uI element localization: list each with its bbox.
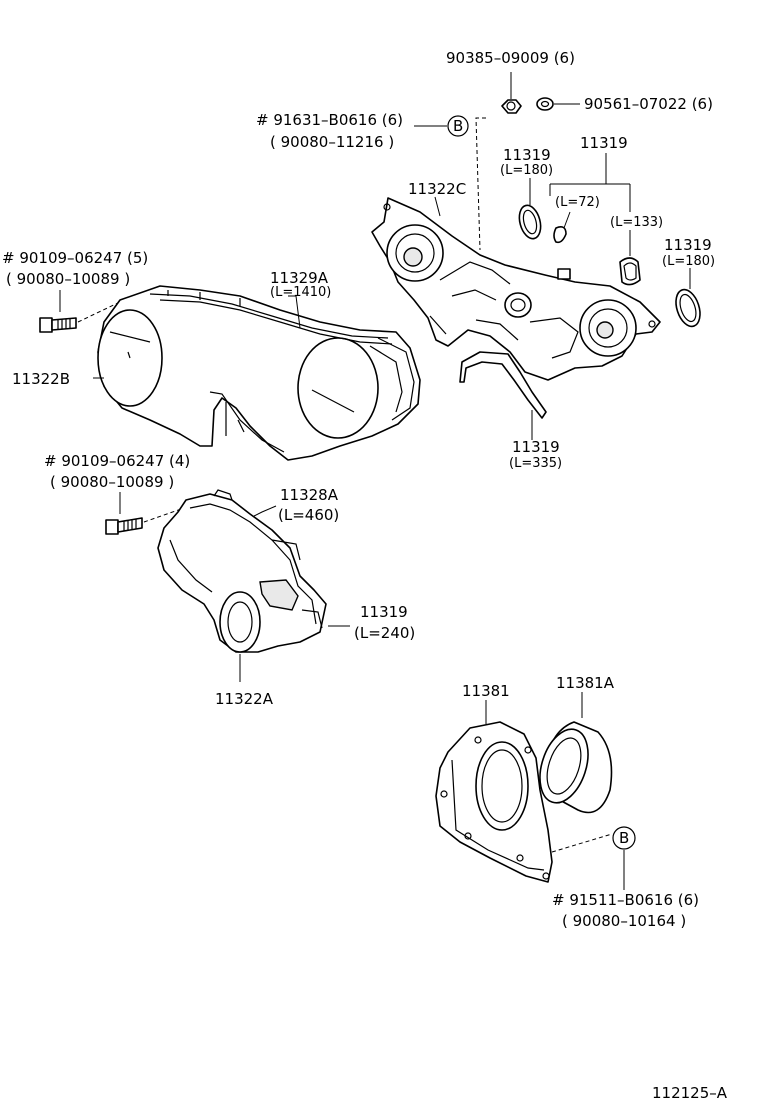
label-11322c: 11322C: [408, 180, 466, 198]
label-11319-c-len: (L=180): [662, 254, 715, 269]
label-11319-e-len: (L=240): [354, 624, 415, 642]
label-11319-b-len2: (L=133): [610, 215, 663, 230]
label-11319-b: 11319: [580, 134, 628, 152]
label-11329a-len: (L=1410): [270, 285, 331, 300]
label-90109-5: # 90109–06247 (5): [2, 249, 148, 267]
label-11328a: 11328A: [280, 486, 339, 504]
washer-90561: [536, 97, 580, 111]
label-11322a: 11322A: [215, 690, 274, 708]
label-11319-a: 11319: [503, 146, 551, 164]
bolt-90109-4: [105, 517, 143, 535]
callout-b-bottom: [612, 826, 636, 850]
seal-11319-180b: [675, 268, 701, 328]
seals-11319-72-133: [553, 226, 641, 286]
label-11319-c: 11319: [664, 236, 712, 254]
callout-b-top-letter: B: [453, 117, 463, 135]
label-91511: # 91511–B0616 (6): [552, 891, 699, 909]
label-11319-d-len: (L=335): [509, 456, 562, 471]
callout-b-bottom-letter: B: [619, 829, 629, 847]
label-11328a-len: (L=460): [278, 506, 339, 524]
label-11319-d: 11319: [512, 438, 560, 456]
upper-cover-11322b: [97, 285, 421, 461]
label-11319-e: 11319: [360, 603, 408, 621]
lower-cover-11322a: [157, 489, 327, 653]
nut-90385: [501, 72, 522, 114]
label-90080-10164: ( 90080–10164 ): [562, 912, 686, 930]
label-11319-a-len: (L=180): [500, 163, 553, 178]
seal-11319-180a: [518, 178, 542, 240]
rear-plate-11322c: [371, 197, 661, 381]
label-11381: 11381: [462, 682, 510, 700]
label-11381a: 11381A: [556, 674, 615, 692]
diagram-code: 112125–A: [652, 1084, 728, 1102]
label-90080-10089-a: ( 90080–10089 ): [6, 270, 130, 288]
label-90385: 90385–09009 (6): [446, 49, 575, 67]
oil-seal-retainer-11381: [435, 721, 553, 883]
label-91631: # 91631–B0616 (6): [256, 111, 403, 129]
label-11319-b-len1: (L=72): [555, 195, 600, 210]
callout-b-top: [447, 115, 469, 137]
bolt-90109-5: [39, 317, 77, 333]
oil-seal-11381a: [539, 721, 613, 814]
label-90080-10089-b: ( 90080–10089 ): [50, 473, 174, 491]
label-90561: 90561–07022 (6): [584, 95, 713, 113]
label-90109-4: # 90109–06247 (4): [44, 452, 190, 470]
label-11322b: 11322B: [12, 370, 70, 388]
gasket-11319-335: [459, 351, 547, 440]
label-90080-11216: ( 90080–11216 ): [270, 133, 394, 151]
label-11329a: 11329A: [270, 269, 329, 287]
